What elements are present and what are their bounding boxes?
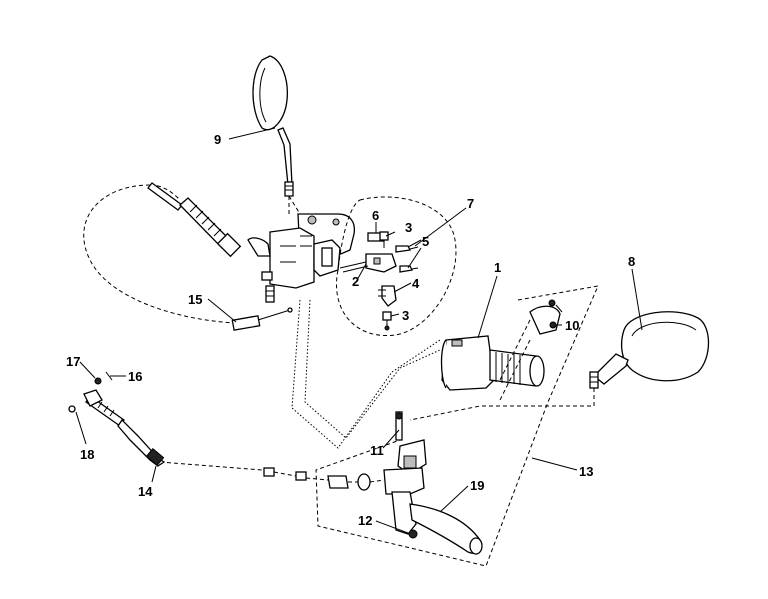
callout-9: 9 bbox=[214, 132, 221, 147]
callout-4: 4 bbox=[412, 276, 420, 291]
clutch-cable-end bbox=[68, 371, 166, 467]
callout-3-upper: 3 bbox=[405, 220, 412, 235]
callout-19: 19 bbox=[470, 478, 484, 493]
callout-1: 1 bbox=[494, 260, 501, 275]
left-mirror bbox=[252, 55, 294, 215]
right-switch-housing bbox=[440, 335, 545, 391]
callout-7: 7 bbox=[467, 196, 474, 211]
cable-route bbox=[291, 299, 441, 449]
callout-18: 18 bbox=[80, 447, 94, 462]
callout-10: 10 bbox=[565, 318, 579, 333]
callout-11: 11 bbox=[370, 443, 384, 458]
callout-3-lower: 3 bbox=[402, 308, 409, 323]
right-mirror bbox=[409, 311, 710, 421]
callout-labels: 9 1 8 7 6 3 5 2 4 3 15 10 11 13 19 12 14… bbox=[66, 132, 635, 528]
clutch-lever-group bbox=[315, 285, 599, 567]
callout-13: 13 bbox=[579, 464, 593, 479]
callout-16: 16 bbox=[128, 369, 142, 384]
leader-lines bbox=[75, 127, 643, 534]
throttle-cable bbox=[83, 182, 293, 331]
callout-2: 2 bbox=[352, 274, 359, 289]
callout-8: 8 bbox=[628, 254, 635, 269]
callout-17: 17 bbox=[66, 354, 80, 369]
callout-12: 12 bbox=[358, 513, 372, 528]
callout-5: 5 bbox=[422, 234, 429, 249]
switch-kit-group bbox=[336, 196, 457, 337]
callout-6: 6 bbox=[372, 208, 379, 223]
clutch-lever bbox=[159, 411, 483, 555]
callout-15: 15 bbox=[188, 292, 202, 307]
callout-14: 14 bbox=[138, 484, 153, 499]
master-cylinder bbox=[247, 195, 356, 303]
